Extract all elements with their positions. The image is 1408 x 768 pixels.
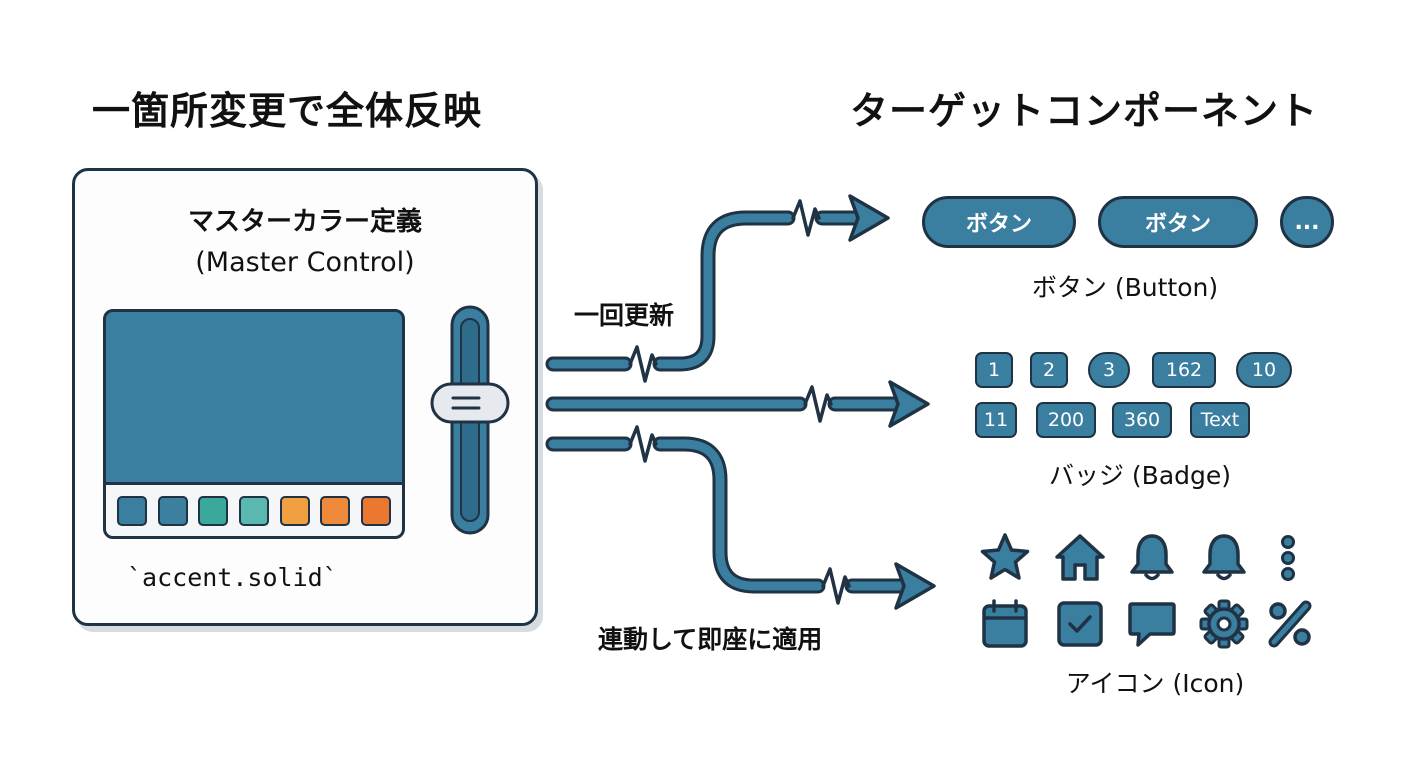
color-swatch-3[interactable]: [198, 495, 229, 526]
color-preview-screen: [103, 309, 405, 539]
checkbox-icon[interactable]: [1052, 596, 1108, 652]
chat-icon[interactable]: [1124, 596, 1180, 652]
color-swatch-bar: [106, 482, 402, 536]
color-swatch-5[interactable]: [279, 495, 310, 526]
badge: 162: [1152, 352, 1216, 388]
update-once-label: 一回更新: [574, 301, 675, 330]
badge: 360: [1112, 402, 1172, 438]
bell-icon[interactable]: [1196, 530, 1252, 586]
icon-section-label: アイコン (Icon): [1065, 669, 1245, 698]
calendar-icon[interactable]: [977, 596, 1033, 652]
badge: 11: [975, 402, 1017, 438]
apply-instantly-label: 連動して即座に適用: [598, 625, 823, 654]
master-slider[interactable]: [427, 301, 517, 541]
slider-handle[interactable]: [430, 382, 510, 424]
badge-section-label: バッジ (Badge): [1048, 461, 1232, 490]
master-control-subtitle: (Master Control): [195, 247, 415, 278]
flow-arrow-bottom: [545, 425, 936, 610]
badge: 1: [975, 352, 1013, 388]
color-swatch-2[interactable]: [157, 495, 188, 526]
badge: 200: [1036, 402, 1096, 438]
color-swatch-1[interactable]: [117, 495, 148, 526]
master-color-title: マスターカラー定義: [187, 207, 422, 237]
sample-button-1[interactable]: ボタン: [922, 196, 1076, 248]
target-components-title: ターゲットコンポーネント: [850, 89, 1319, 133]
bell-icon[interactable]: [1124, 530, 1180, 586]
color-swatch-6[interactable]: [320, 495, 351, 526]
button-section-label: ボタン (Button): [1031, 273, 1219, 302]
flow-arrow-top: [545, 194, 890, 383]
main-title: 一箇所変更で全体反映: [92, 89, 483, 133]
badge: 3: [1088, 352, 1130, 388]
badge: 10: [1236, 352, 1292, 388]
sample-button-2[interactable]: ボタン: [1098, 196, 1258, 248]
color-swatch-7[interactable]: [360, 495, 391, 526]
more-button[interactable]: ...: [1280, 196, 1334, 248]
color-swatch-4[interactable]: [238, 495, 269, 526]
star-icon[interactable]: [977, 530, 1033, 586]
token-name-code: `accent.solid`: [127, 563, 338, 592]
gear-icon[interactable]: [1196, 596, 1252, 652]
badge: 2: [1030, 352, 1068, 388]
badge: Text: [1190, 402, 1250, 438]
flow-arrow-middle: [545, 380, 930, 428]
more-vertical-icon[interactable]: [1260, 530, 1316, 586]
percent-icon[interactable]: [1262, 596, 1318, 652]
master-color-panel: マスターカラー定義 (Master Control) `accent.solid…: [72, 168, 538, 626]
home-icon[interactable]: [1052, 530, 1108, 586]
